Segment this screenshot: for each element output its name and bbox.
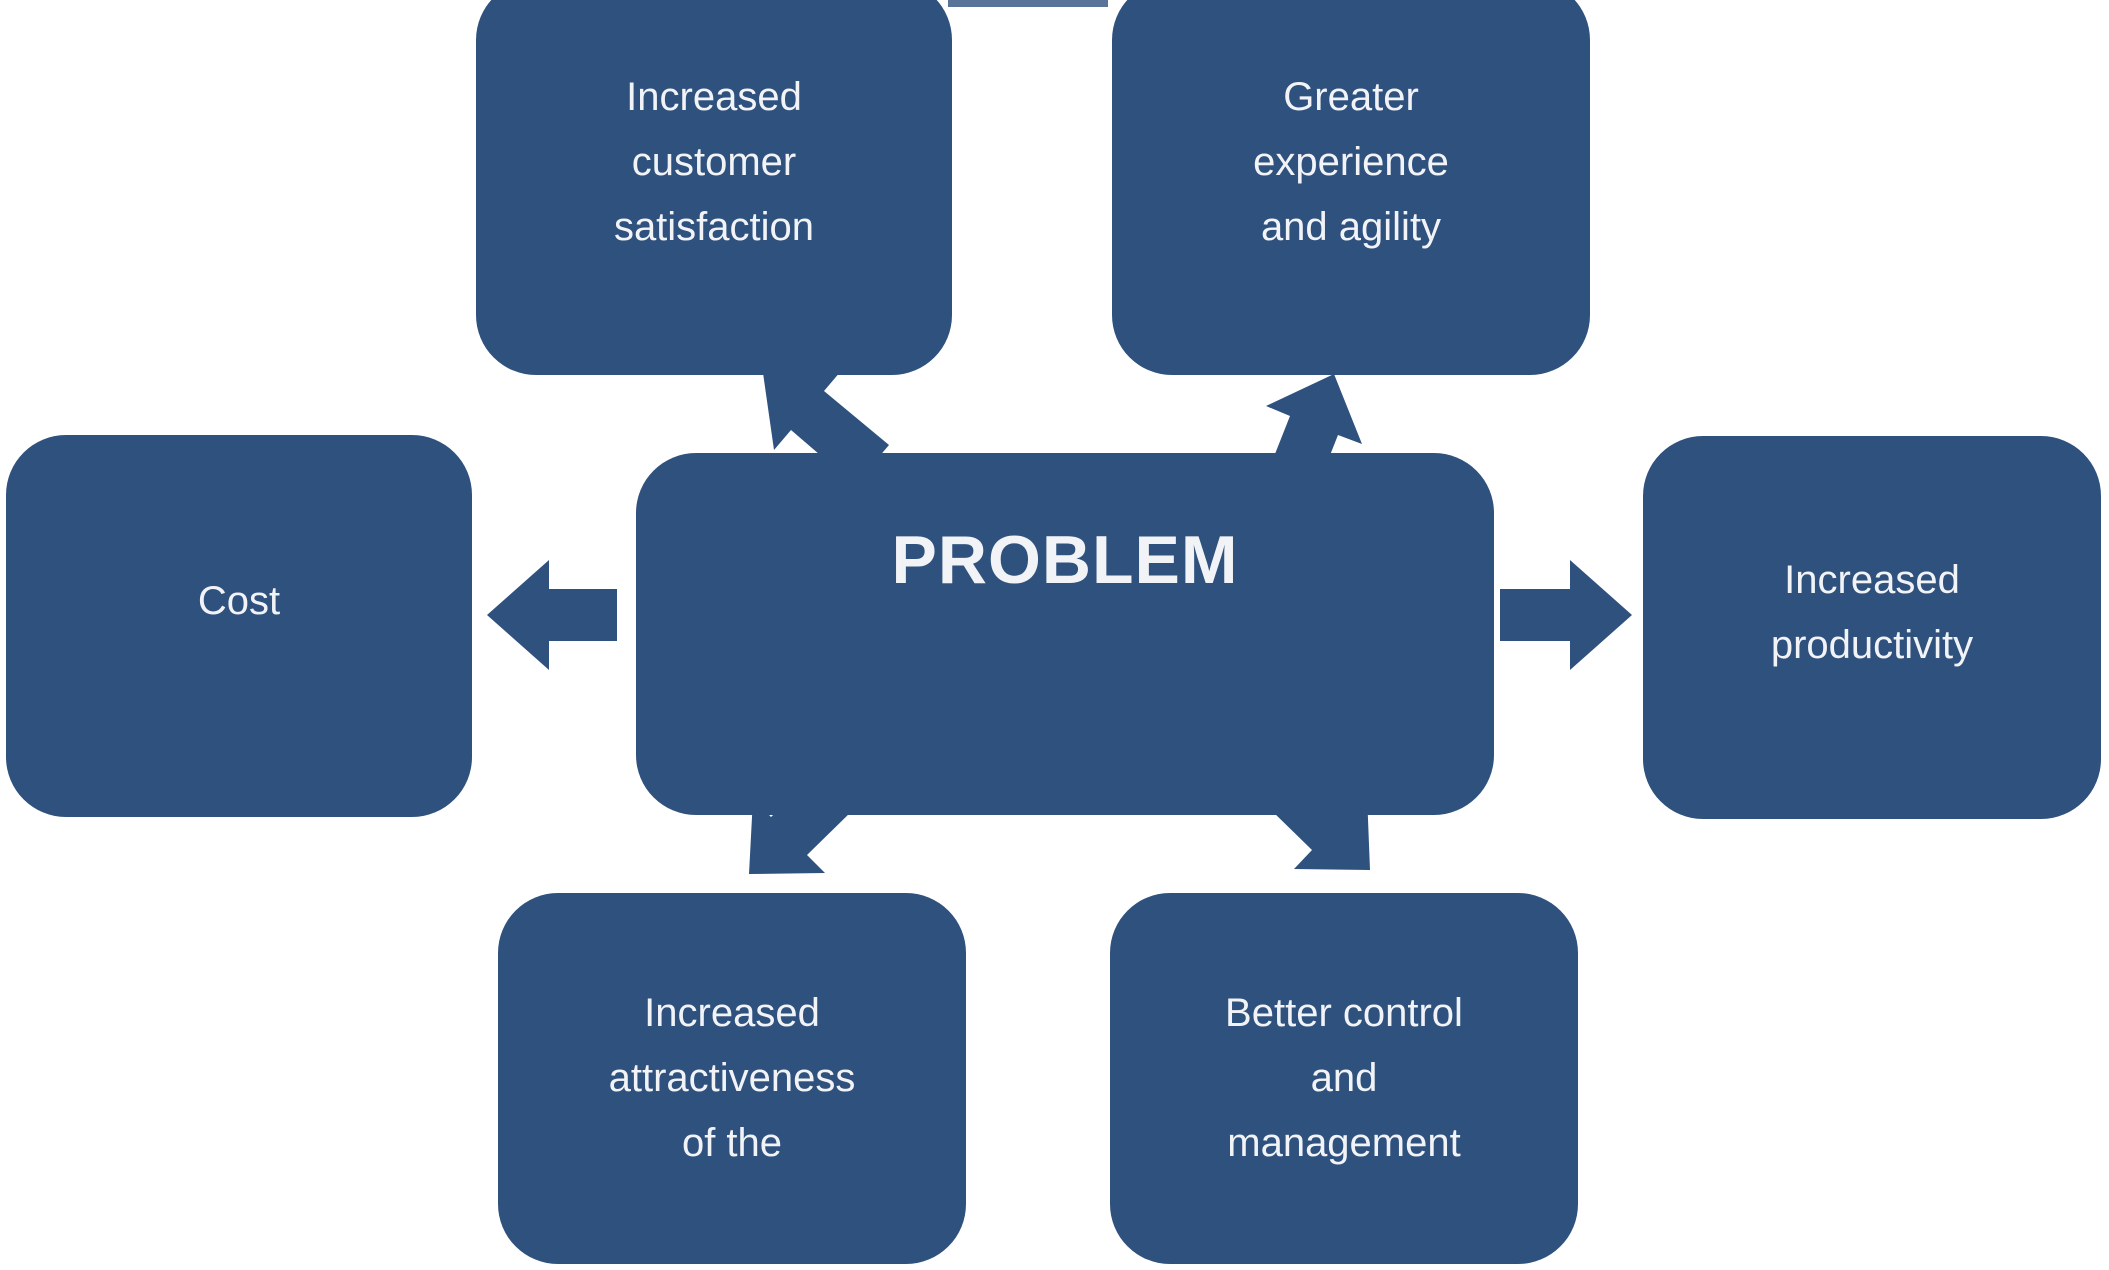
arrow-right-icon — [1500, 560, 1632, 670]
node-control-management: Better control and management — [1110, 893, 1578, 1264]
node-label: Increased attractiveness of the — [608, 991, 856, 1165]
node-label: Greater experience and agility — [1253, 75, 1449, 249]
node-problem-central: PROBLEM — [636, 453, 1494, 815]
node-customer-satisfaction: Increased customer satisfaction — [476, 0, 952, 375]
arrow-left-icon — [487, 560, 617, 670]
node-label: Cost — [197, 578, 281, 623]
node-label: Better control and management — [1225, 991, 1463, 1165]
node-productivity: Increased productivity — [1643, 436, 2101, 819]
node-cost: Cost — [6, 435, 472, 817]
node-attractiveness: Increased attractiveness of the — [498, 893, 966, 1264]
node-label: Increased customer satisfaction — [613, 75, 815, 249]
node-experience-agility: Greater experience and agility — [1112, 0, 1590, 375]
cropped-shape-remnant — [948, 0, 1108, 7]
node-label: Increased productivity — [1770, 557, 1974, 667]
central-node-label: PROBLEM — [891, 522, 1239, 598]
